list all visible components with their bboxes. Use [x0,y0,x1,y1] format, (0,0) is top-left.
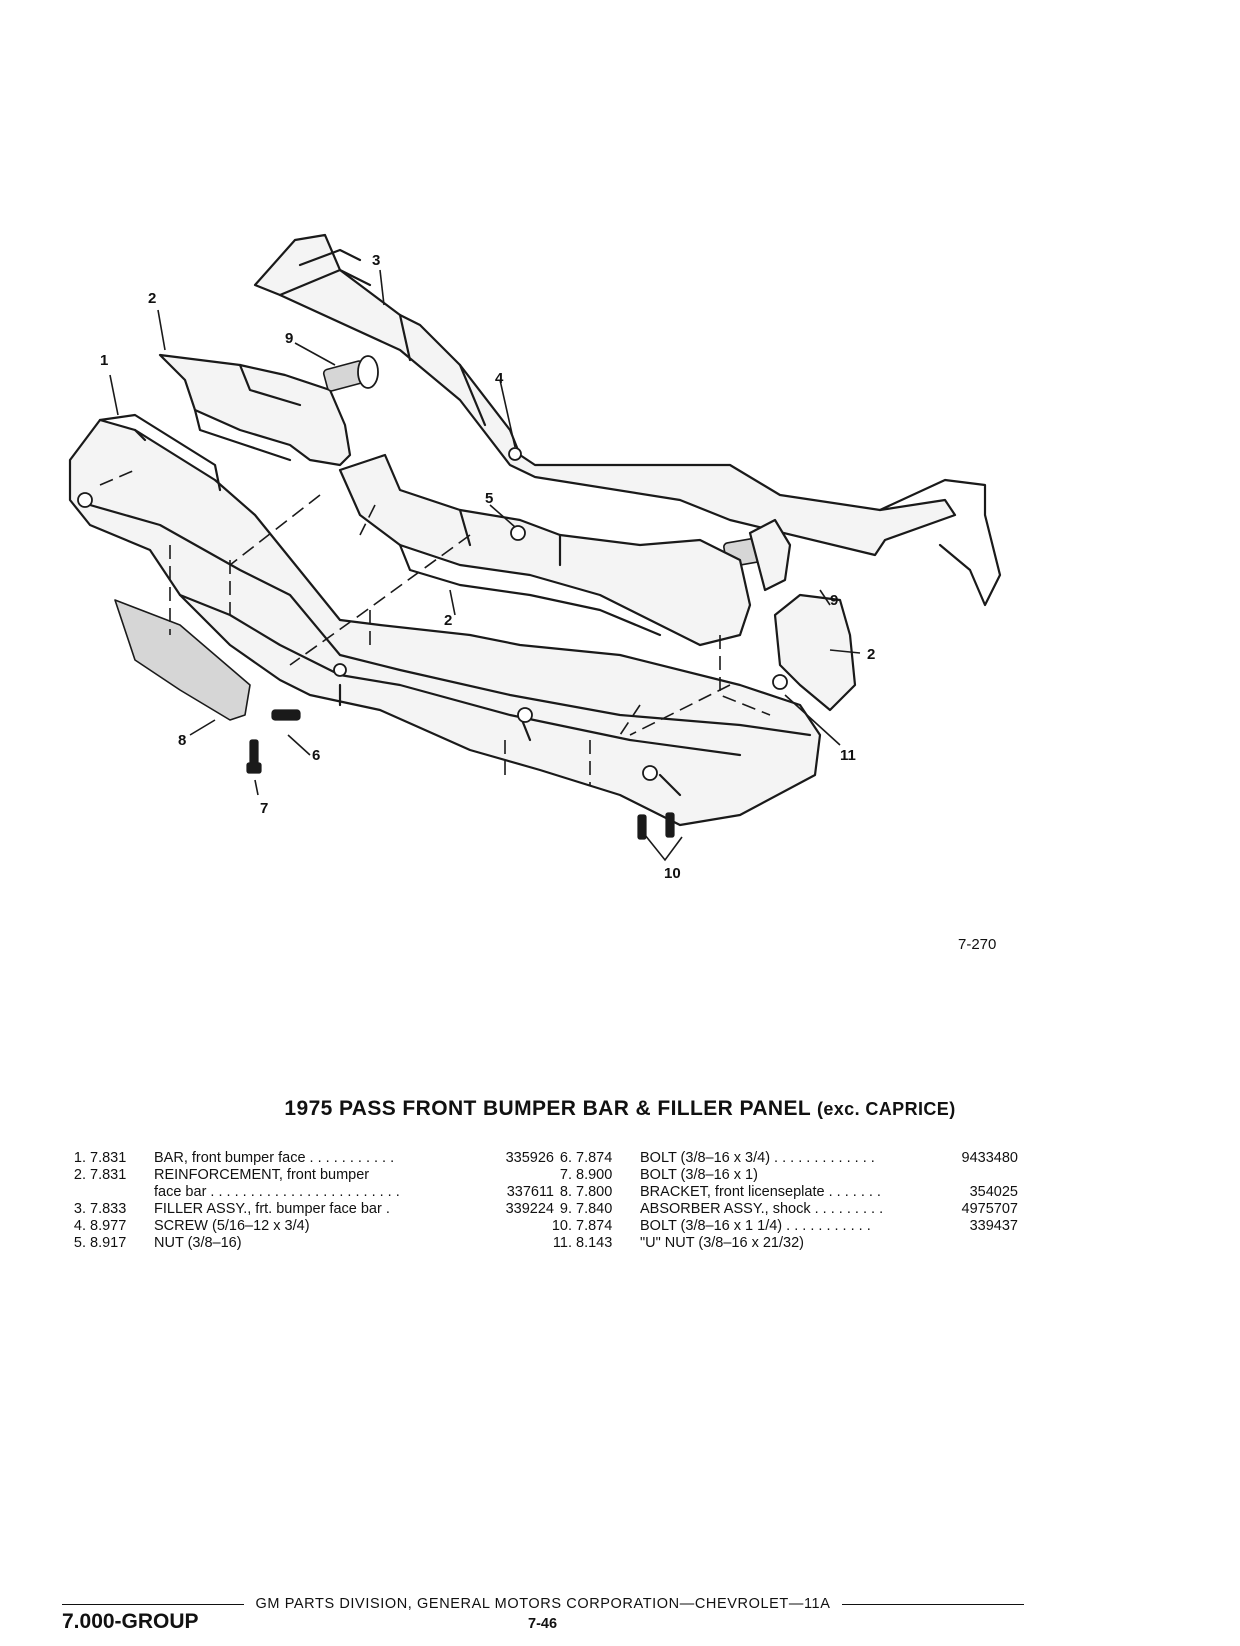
part-description: FILLER ASSY., frt. bumper face bar . [154,1201,390,1217]
item-number: 6. [559,1150,572,1166]
group-number: 7.874 [576,1218,613,1234]
group-number: 7.874 [576,1150,613,1166]
part-description: ABSORBER ASSY., shock . . . . . . . . . [640,1201,884,1217]
parts-row: 10. 7.874 BOLT (3/8–16 x 1 1/4) . . . . … [548,1218,1028,1235]
group-number: 7.831 [90,1167,127,1183]
parts-row: 8. 7.800 BRACKET, front licenseplate . .… [548,1184,1028,1201]
leader-lines [109,269,861,862]
part-description: BOLT (3/8–16 x 3/4) . . . . . . . . . . … [640,1150,875,1166]
figure-number: 7-270 [958,936,997,953]
callout-5: 5 [485,490,493,507]
parts-row: 5. 8.917 NUT (3/8–16) [62,1235,542,1252]
item-number: 2. [73,1167,86,1183]
title-main: 1975 PASS FRONT BUMPER BAR & FILLER PANE… [284,1097,811,1120]
footer-rule-right [842,1603,1025,1605]
reinforcement-left-shape [158,353,352,467]
group-number: 7.831 [90,1150,127,1166]
parts-row: 4. 8.977 SCREW (5/16–12 x 3/4) [62,1218,542,1235]
callout-9-left: 9 [285,330,293,347]
callout-7: 7 [260,800,268,817]
callout-2-right: 2 [867,646,875,663]
group-number: 7.840 [576,1201,613,1217]
bumper-assembly-drawing: 1 2 3 4 5 2 9 2 6 7 8 9 10 11 [68,233,1002,882]
part-description: REINFORCEMENT, front bumper [154,1167,370,1183]
hardware-fasteners [77,447,788,840]
part-number: 337611 [506,1184,554,1200]
item-number: 4. [73,1218,86,1234]
filler-assembly-shape [253,233,1002,607]
shock-absorber-left-shape [322,355,379,392]
item-number: 11. [552,1235,572,1251]
footer-division-text: GM PARTS DIVISION, GENERAL MOTORS CORPOR… [255,1596,831,1612]
callout-1: 1 [100,352,108,369]
parts-row: 9. 7.840 ABSORBER ASSY., shock . . . . .… [548,1201,1028,1218]
group-number: 8.143 [576,1235,613,1251]
part-number: 335926 [505,1150,554,1166]
parts-row: face bar . . . . . . . . . . . . . . . .… [62,1184,554,1201]
part-description: NUT (3/8–16) [154,1235,242,1251]
part-description: BOLT (3/8–16 x 1) [640,1167,758,1183]
callout-9-right: 9 [830,592,838,609]
callout-4: 4 [495,370,504,387]
group-number: 7.800 [576,1184,613,1200]
footer-division-line: GM PARTS DIVISION, GENERAL MOTORS CORPOR… [62,1596,1025,1612]
parts-row: 1. 7.831 BAR, front bumper face . . . . … [62,1150,554,1167]
item-number: 3. [73,1201,86,1217]
group-number: 8.917 [90,1235,127,1251]
parts-row: 11. 8.143 "U" NUT (3/8–16 x 21/32) [548,1235,1028,1252]
callout-labels: 1 2 3 4 5 2 9 2 6 7 8 9 10 11 [100,252,875,882]
callout-6: 6 [312,747,320,764]
parts-row: 2. 7.831 REINFORCEMENT, front bumper [62,1167,542,1184]
item-number: 5. [73,1235,86,1251]
part-number: 339224 [505,1201,554,1217]
page-title: 1975 PASS FRONT BUMPER BAR & FILLER PANE… [0,1097,1240,1121]
parts-list-left: 1. 7.831 BAR, front bumper face . . . . … [62,1150,554,1252]
bumper-face-bar-shape [68,413,822,827]
part-description: face bar . . . . . . . . . . . . . . . .… [154,1184,400,1200]
alignment-lines [99,469,771,785]
callout-8: 8 [178,732,186,749]
parts-list-right: 6. 7.874 BOLT (3/8–16 x 3/4) . . . . . .… [548,1150,1028,1252]
part-number: 9433480 [961,1150,1018,1166]
part-description: BAR, front bumper face . . . . . . . . .… [154,1150,395,1166]
group-number: 7.833 [90,1201,127,1217]
part-number: 4975707 [961,1201,1018,1217]
exploded-parts-diagram: 1 2 3 4 5 2 9 2 6 7 8 9 10 11 [40,215,1040,915]
parts-row: 6. 7.874 BOLT (3/8–16 x 3/4) . . . . . .… [548,1150,1028,1167]
parts-row: 7. 8.900 BOLT (3/8–16 x 1) [548,1167,1028,1184]
callout-3: 3 [372,252,380,269]
group-label: 7.000-GROUP [62,1610,199,1633]
part-description: SCREW (5/16–12 x 3/4) [154,1218,310,1234]
item-number: 10. [551,1218,572,1234]
licenseplate-bracket-shape [114,599,251,721]
footer-rule-left [62,1603,244,1605]
parts-row: 3. 7.833 FILLER ASSY., frt. bumper face … [62,1201,554,1218]
part-description: BOLT (3/8–16 x 1 1/4) . . . . . . . . . … [640,1218,871,1234]
callout-2-center: 2 [444,612,452,629]
part-description: BRACKET, front licenseplate . . . . . . … [640,1184,881,1200]
reinforcement-right-shape [773,593,857,712]
group-number: 8.977 [90,1218,127,1234]
group-number: 8.900 [576,1167,613,1183]
callout-2-left: 2 [148,290,156,307]
title-suffix: (exc. CAPRICE) [816,1099,956,1119]
page-number: 7-46 [528,1616,558,1632]
item-number: 9. [559,1201,572,1217]
callout-11: 11 [840,747,856,764]
item-number: 7. [559,1167,572,1183]
item-number: 8. [559,1184,572,1200]
part-number: 354025 [969,1184,1018,1200]
callout-10: 10 [664,865,681,882]
part-description: "U" NUT (3/8–16 x 21/32) [640,1235,804,1251]
reinforcement-center-shape [338,453,752,647]
part-number: 339437 [969,1218,1018,1234]
item-number: 1. [73,1150,86,1166]
